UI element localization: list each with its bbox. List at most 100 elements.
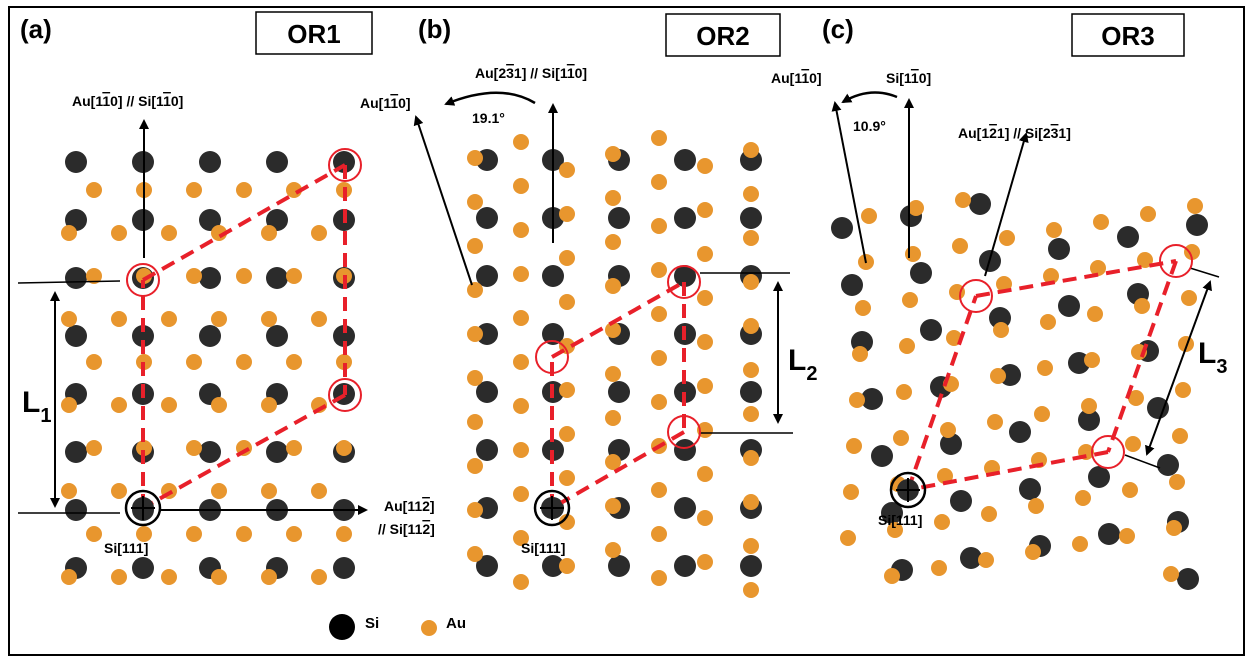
au-atom (513, 222, 529, 238)
b-angle-label: 19.1° (472, 110, 505, 126)
si-atom (476, 207, 498, 229)
au-atom (186, 440, 202, 456)
au-atom (236, 526, 252, 542)
or2-label: OR2 (696, 21, 749, 51)
au-atom (61, 225, 77, 241)
au-atom (1034, 406, 1050, 422)
au-atom (861, 208, 877, 224)
au-atom (1093, 214, 1109, 230)
au-atom (211, 569, 227, 585)
figure-frame (8, 6, 1245, 656)
si-atom (199, 209, 221, 231)
au-atom (467, 414, 483, 430)
au-atom (61, 483, 77, 499)
au-atom (940, 422, 956, 438)
si-atom (199, 441, 221, 463)
au-atom (559, 470, 575, 486)
au-atom (605, 278, 621, 294)
si-atom (910, 262, 932, 284)
au-atom (605, 454, 621, 470)
au-atom (559, 206, 575, 222)
b-au-direction-label: Au[110] (360, 95, 411, 111)
au-atom (311, 311, 327, 327)
au-atom (999, 230, 1015, 246)
au-atom (846, 438, 862, 454)
si-atom (65, 151, 87, 173)
au-atom (1125, 436, 1141, 452)
au-atom (211, 225, 227, 241)
au-atom (743, 318, 759, 334)
legend-au-swatch (421, 620, 437, 636)
au-atom (899, 338, 915, 354)
au-atom (467, 282, 483, 298)
au-atom (1172, 428, 1188, 444)
a-horizontal-direction-label-2: // Si[112] (378, 521, 435, 537)
b-unit-cell (550, 280, 686, 510)
c-au-arrow (831, 101, 867, 264)
au-atom (1163, 566, 1179, 582)
b-highlight-circles (535, 265, 701, 449)
au-atom (855, 300, 871, 316)
au-atom (111, 225, 127, 241)
au-atom (467, 326, 483, 342)
legend-si-label: Si (365, 615, 379, 632)
au-atom (1181, 290, 1197, 306)
or2-box (665, 13, 781, 57)
legend-au-label: Au (446, 615, 466, 632)
au-atom (651, 130, 667, 146)
si-atom (920, 319, 942, 341)
au-atom (161, 569, 177, 585)
au-atom (893, 430, 909, 446)
au-atom (61, 311, 77, 327)
c-diag-direction-label: Au[121] // Si[231] (958, 125, 1071, 141)
au-atom (236, 268, 252, 284)
si-atom (65, 499, 87, 521)
au-atom (1046, 222, 1062, 238)
au-atom (211, 397, 227, 413)
a-ref-line-top (17, 280, 121, 284)
au-atom (651, 570, 667, 586)
au-atom (86, 354, 102, 370)
au-atom (311, 225, 327, 241)
au-atom (513, 266, 529, 282)
au-atom (1128, 390, 1144, 406)
au-atom (697, 466, 713, 482)
au-atom (993, 322, 1009, 338)
au-atom (743, 274, 759, 290)
si-atom (542, 555, 564, 577)
or3-box (1071, 13, 1185, 57)
au-atom (513, 310, 529, 326)
au-atom (1075, 490, 1091, 506)
c-unit-cell (906, 259, 1178, 492)
au-atom (843, 484, 859, 500)
au-atom (286, 354, 302, 370)
au-atom (559, 514, 575, 530)
a-horizontal-direction-label-1: Au[112] (384, 498, 435, 514)
atom-lattice-c (831, 192, 1208, 590)
au-atom (743, 538, 759, 554)
au-atom (1187, 198, 1203, 214)
au-atom (467, 238, 483, 254)
au-atom (559, 426, 575, 442)
au-atom (743, 142, 759, 158)
au-atom (1175, 382, 1191, 398)
si-atom (266, 151, 288, 173)
si-atom (132, 325, 154, 347)
si-atom (1088, 466, 1110, 488)
au-atom (931, 560, 947, 576)
au-atom (186, 182, 202, 198)
au-atom (887, 522, 903, 538)
c-diag-arrow (984, 132, 1029, 277)
au-atom (937, 468, 953, 484)
au-atom (261, 483, 277, 499)
au-atom (286, 526, 302, 542)
si-atom (1117, 226, 1139, 248)
c-angle-label: 10.9° (853, 118, 886, 134)
au-atom (336, 526, 352, 542)
c-length-arrow (1145, 280, 1212, 456)
c-length-label: L3 (1198, 337, 1227, 378)
au-atom (902, 292, 918, 308)
si-atom (266, 325, 288, 347)
au-atom (211, 483, 227, 499)
